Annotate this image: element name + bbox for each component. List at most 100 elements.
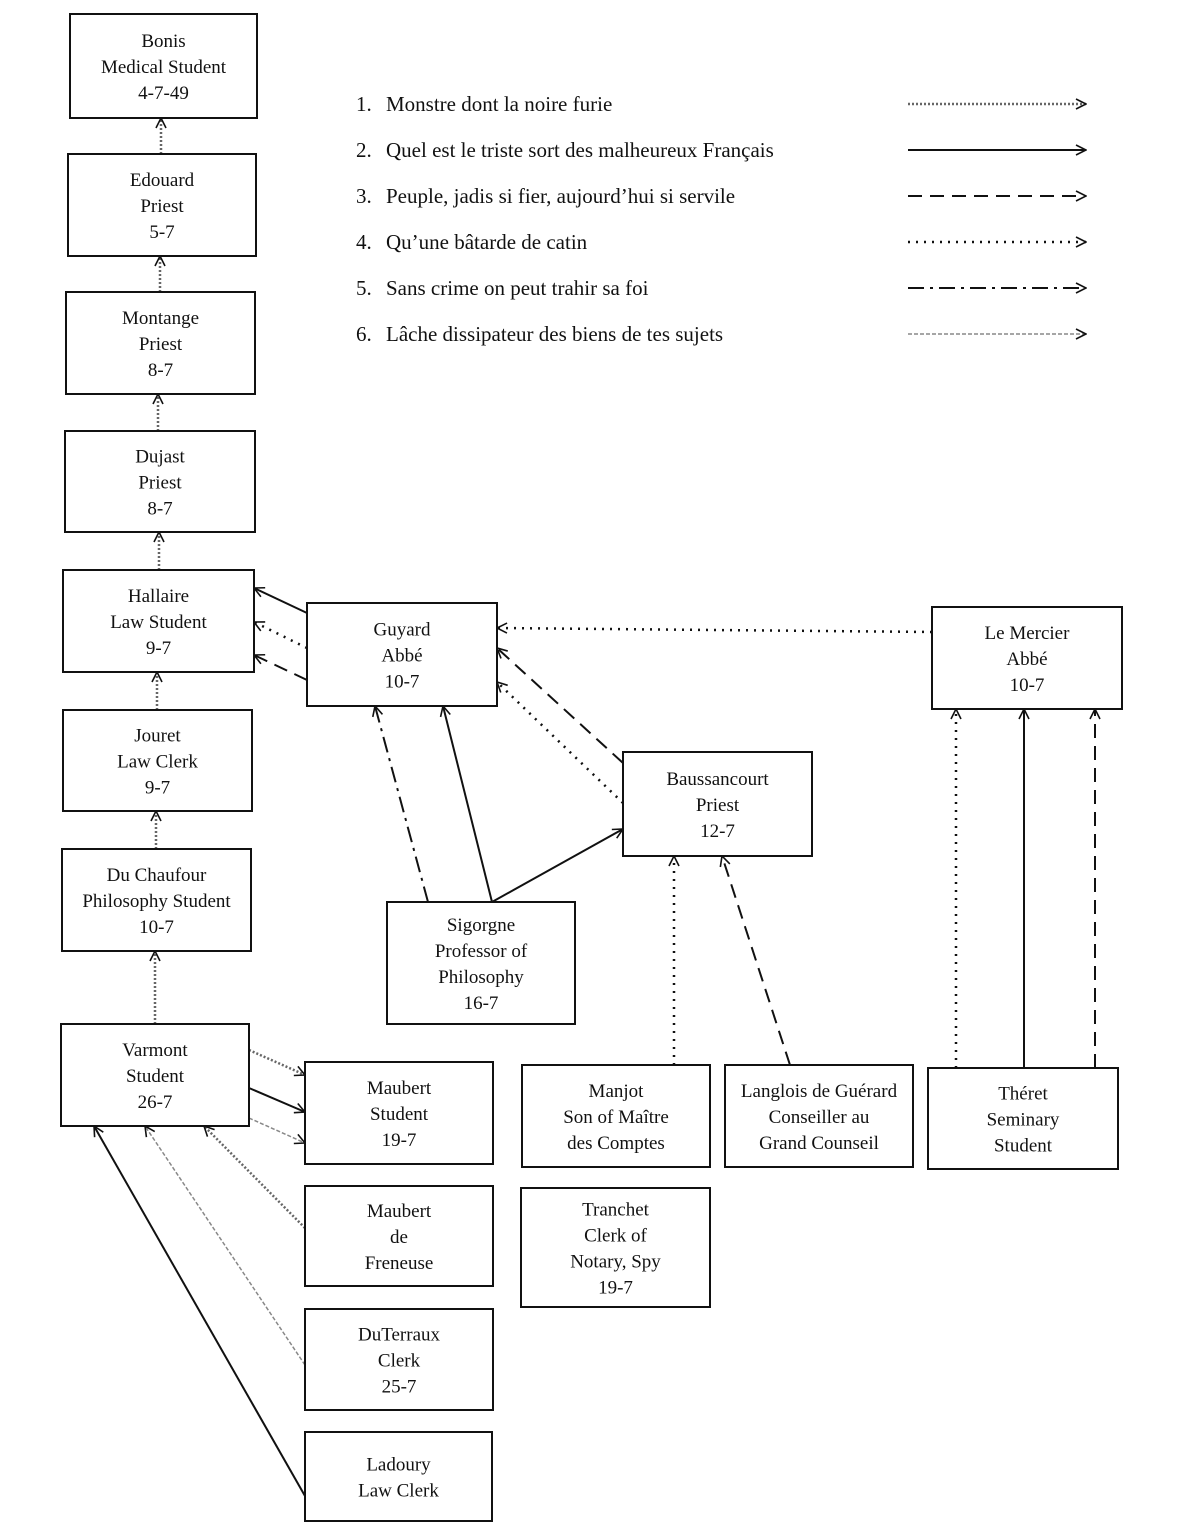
node-label-line: 25-7 [382, 1377, 417, 1398]
node-label-line: Philosophy [438, 967, 524, 988]
edge-sigorgne-to-guyard [375, 706, 429, 903]
node-label-line: Notary, Spy [570, 1252, 661, 1273]
node-label-line: 12-7 [700, 821, 735, 842]
edge-varmont-to-maubert [248, 1087, 305, 1112]
node-label-line: Maubert [367, 1078, 432, 1099]
node-label-line: Dujast [135, 447, 185, 468]
node-box [306, 602, 498, 707]
node-box [65, 291, 256, 395]
edge-ladoury-to-varmont [94, 1126, 306, 1497]
node-label-line: Priest [139, 334, 183, 355]
node-label-line: Priest [138, 473, 182, 494]
legend-label: Lâche dissipateur des biens de tes sujet… [386, 322, 723, 346]
node-box [622, 751, 813, 857]
node-label-line: Freneuse [365, 1253, 434, 1274]
node-box [62, 569, 255, 673]
node-label-line: Clerk of [584, 1226, 647, 1247]
node-label-line: 9-7 [146, 638, 171, 659]
edge-langlois-to-baussancourt [722, 856, 791, 1066]
node-label-line: Student [126, 1066, 185, 1087]
edge-sigorgne-to-baussancourt [491, 828, 623, 903]
node-label-line: des Comptes [567, 1133, 665, 1154]
node-label-line: Du Chaufour [107, 865, 207, 886]
edge-lemercier-to-guyard [497, 628, 933, 632]
legend-number: 3. [356, 184, 372, 208]
legend-label: Peuple, jadis si fier, aujourd’hui si se… [386, 184, 735, 208]
node-box [927, 1067, 1119, 1170]
node-box [62, 709, 253, 812]
legend-number: 1. [356, 92, 372, 116]
legend-item: 5.Sans crime on peut trahir sa foi [356, 276, 1086, 300]
node-label-line: 5-7 [149, 222, 174, 243]
node-label-line: Conseiller au [769, 1107, 870, 1128]
node-label-line: 10-7 [139, 917, 174, 938]
node-label-line: Law Student [110, 612, 207, 633]
edge-baussancourt-to-guyard [497, 648, 624, 764]
node-box [304, 1308, 494, 1411]
edge-maubertfreneuse-to-varmont [204, 1126, 306, 1229]
node-label-line: 26-7 [138, 1092, 173, 1113]
node-box [61, 848, 252, 952]
node-label-line: Jouret [134, 726, 181, 747]
legend-item: 6. Lâche dissipateur des biens de tes suj… [356, 322, 1086, 346]
legend-number: 6. [356, 322, 372, 346]
node-label-line: Son of Maître [563, 1107, 669, 1128]
node-label-line: Law Clerk [358, 1481, 439, 1502]
legend-number: 4. [356, 230, 372, 254]
node-label-line: Théret [998, 1084, 1048, 1105]
node-label-line: 8-7 [147, 499, 172, 520]
node-label-line: 4-7-49 [138, 83, 189, 104]
node-label-line: Priest [696, 795, 740, 816]
node-box [931, 606, 1123, 710]
node-label-line: Sigorgne [447, 915, 515, 936]
legend-number: 2. [356, 138, 372, 162]
node-label-line: 19-7 [382, 1130, 417, 1151]
node-box [386, 901, 576, 1025]
node-label-line: Grand Counseil [759, 1133, 879, 1154]
node-label-line: 16-7 [464, 993, 499, 1014]
node-label-line: Baussancourt [666, 769, 769, 790]
legend-item: 1. Monstre dont la noire furie [356, 92, 1086, 116]
node-label-line: Manjot [589, 1081, 645, 1102]
node-label-line: Law Clerk [117, 752, 198, 773]
node-box [304, 1431, 493, 1522]
node-label-line: Professor of [435, 941, 528, 962]
legend-label: Quel est le triste sort des malheureux F… [386, 138, 774, 162]
legend-item: 4.Qu’une bâtarde de catin [356, 230, 1086, 254]
node-label-line: 19-7 [598, 1278, 633, 1299]
node-label-line: Seminary [987, 1110, 1060, 1131]
node-label-line: Student [994, 1136, 1053, 1157]
node-label-line: Hallaire [128, 586, 189, 607]
legend: 1. Monstre dont la noire furie 2. Quel est … [356, 92, 1086, 346]
node-label-line: Guyard [374, 620, 431, 641]
edge-baussancourt-to-guyard [497, 682, 624, 804]
node-label-line: Priest [140, 196, 184, 217]
node-label-line: 10-7 [385, 672, 420, 693]
node-label-line: Edouard [130, 170, 195, 191]
node-label-line: Abbé [381, 646, 422, 667]
node-label-line: 9-7 [145, 778, 170, 799]
legend-number: 5. [356, 276, 372, 300]
node-box [64, 430, 256, 533]
legend-label: Monstre dont la noire furie [386, 92, 612, 116]
node-box [60, 1023, 250, 1127]
edge-guyard-to-hallaire [254, 588, 308, 614]
node-box [69, 13, 258, 119]
edge-sigorgne-to-guyard [443, 706, 493, 903]
node-label-line: Student [370, 1104, 429, 1125]
